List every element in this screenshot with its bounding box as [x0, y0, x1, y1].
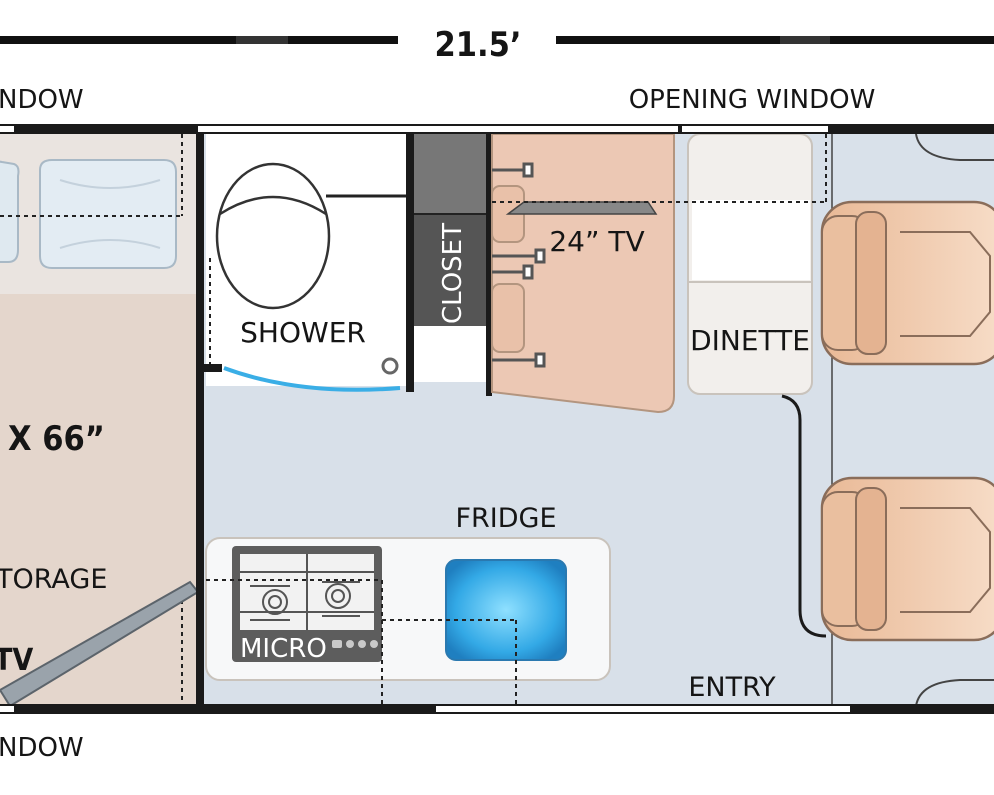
closet-wall: [486, 134, 492, 396]
drain-icon: [381, 357, 399, 375]
burner-icon: [262, 589, 288, 615]
window-bottom-left-label: NDOW: [0, 733, 84, 763]
length-dimension-line: [0, 36, 994, 44]
closet: [414, 134, 486, 382]
dinette-table: [491, 133, 675, 414]
tv-icon: [505, 201, 658, 215]
micro-label: MICRO: [240, 634, 327, 664]
opening-window-top: [682, 126, 828, 132]
window-top-center: [198, 126, 678, 132]
entry-door-gap: [436, 706, 850, 712]
tv-left-label: TV: [0, 643, 33, 678]
entry-step-outline: [781, 394, 827, 638]
window-top-left-label: NDOW: [0, 85, 84, 115]
sink-icon: [445, 559, 567, 661]
pillow-icon: [0, 159, 177, 269]
dash-outline-bottom: [915, 679, 994, 707]
storage-label: TORAGE: [0, 564, 107, 595]
tv-label: 24” TV: [549, 225, 644, 258]
exterior-walls: [0, 124, 994, 714]
toilet-icon: [215, 162, 331, 310]
dash-outline-top: [915, 133, 994, 161]
shower-label: SHOWER: [240, 316, 366, 349]
micro-buttons-icon: [332, 640, 378, 648]
dinette-label: DINETTE: [690, 324, 810, 357]
passenger-seat: [820, 476, 994, 642]
dinette-bench: [687, 133, 813, 395]
length-label: 21.5’: [434, 25, 521, 65]
driver-seat: [820, 200, 994, 366]
bathroom-wall: [406, 134, 414, 392]
bed-size-label: X 66”: [8, 419, 105, 459]
shower: [204, 134, 408, 392]
bedroom-wall: [196, 128, 204, 712]
entry-label: ENTRY: [688, 672, 776, 703]
bed: [0, 134, 200, 708]
window-top-right-label: OPENING WINDOW: [629, 85, 876, 115]
closet-label: CLOSET: [438, 223, 468, 324]
fridge-label: FRIDGE: [455, 503, 556, 534]
stove-microwave: [232, 546, 382, 662]
overhead-cabinet-outline: [206, 134, 827, 706]
